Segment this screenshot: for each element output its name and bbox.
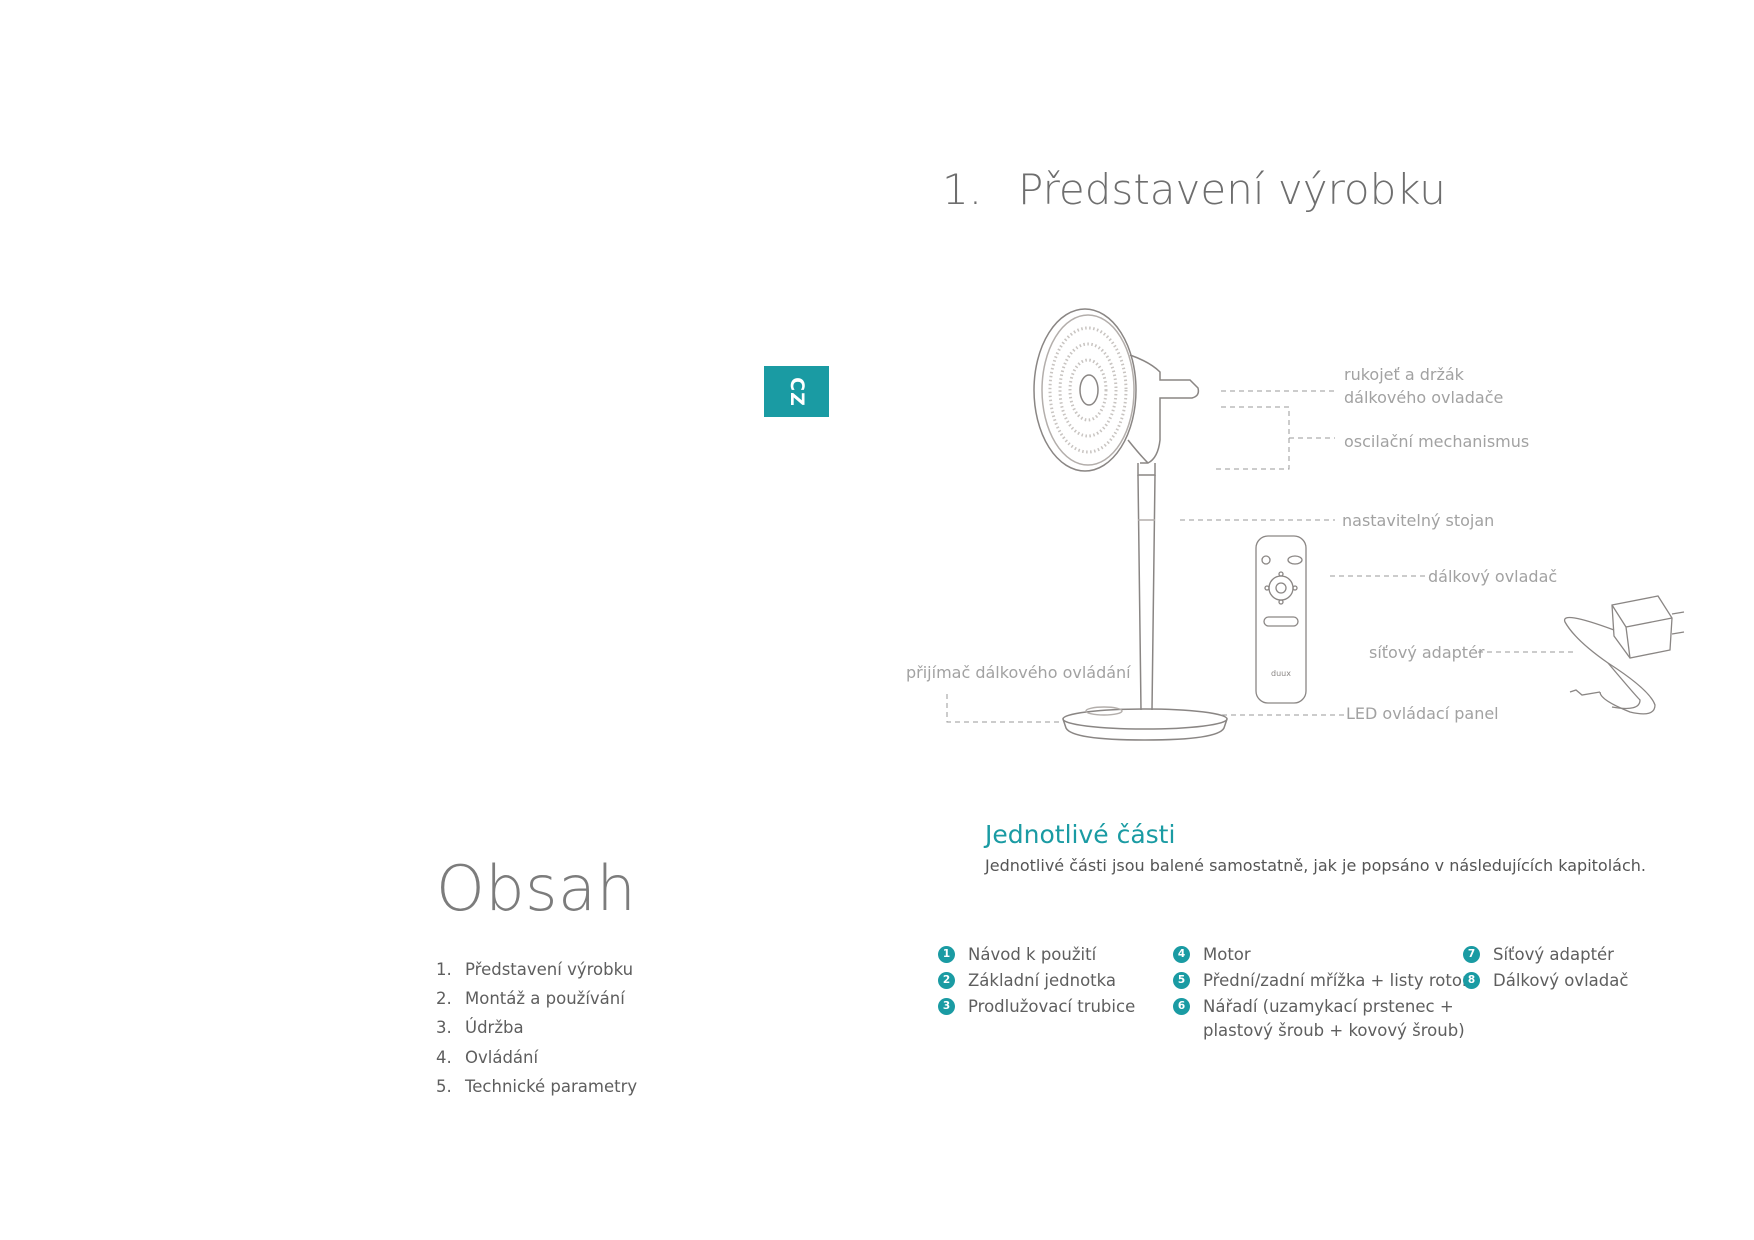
- fan-base-panel: [1085, 706, 1123, 716]
- toc-item-label: Ovládání: [465, 1047, 539, 1067]
- leader-lines: [946, 390, 1576, 723]
- part-item: 2 Základní jednotka: [938, 969, 1116, 993]
- part-label: Motor: [1203, 945, 1251, 964]
- adapter-cable: [1564, 616, 1656, 715]
- part-label: Přední/zadní mřížka + listy rotoru: [1203, 971, 1480, 990]
- part-item: 1 Návod k použití: [938, 943, 1096, 967]
- label-stand: nastavitelný stojan: [1342, 511, 1495, 530]
- remote-dpad: [1268, 575, 1294, 601]
- label-handle: rukojeť a držák dálkového ovladače: [1344, 363, 1503, 409]
- toc-item[interactable]: 1. Představení výrobku: [436, 955, 637, 984]
- remote-dpad-up: [1278, 571, 1284, 577]
- fan-drawing: [1033, 308, 1228, 741]
- label-led-panel: LED ovládací panel: [1346, 704, 1499, 723]
- toc-item[interactable]: 2. Montáž a používání: [436, 984, 637, 1013]
- adapter-edges: [1611, 604, 1673, 659]
- remote-dpad-left: [1264, 585, 1270, 591]
- label-remote: dálkový ovladač: [1428, 567, 1558, 586]
- fan-grille-ring-2: [1058, 342, 1118, 438]
- parts-title: Jednotlivé části: [985, 820, 1176, 849]
- part-number-badge: 3: [938, 998, 955, 1015]
- fan-grille-outer: [1033, 308, 1137, 472]
- fan-motor-housing: [1129, 354, 1200, 464]
- toc-item-number: 4.: [436, 1047, 452, 1067]
- leader-line-receiver: [946, 694, 1063, 723]
- part-number-badge: 6: [1173, 998, 1190, 1015]
- remote-dpad-center: [1275, 582, 1287, 594]
- language-tag: CZ: [764, 366, 829, 417]
- fan-grille-ring-1: [1048, 326, 1128, 454]
- part-number-badge: 5: [1173, 972, 1190, 989]
- section-number: 1.: [942, 165, 983, 214]
- label-receiver: přijímač dálkového ovládání: [906, 663, 1131, 682]
- fan-base-side: [1062, 718, 1228, 741]
- remote-dpad-right: [1292, 585, 1298, 591]
- part-number-badge: 1: [938, 946, 955, 963]
- toc-item-number: 1.: [436, 960, 452, 979]
- remote-speed-rocker: [1263, 616, 1299, 627]
- adapter-drawing: [1564, 595, 1685, 715]
- toc-item-label: Údržba: [465, 1018, 524, 1038]
- fan-grille-inner: [1041, 314, 1135, 466]
- toc-item-label: Představení výrobku: [465, 960, 634, 979]
- part-item: 5 Přední/zadní mřížka + listy rotoru: [1173, 969, 1479, 993]
- remote-button-power: [1261, 555, 1271, 565]
- fan-neck: [1137, 463, 1156, 476]
- remote-brand-logo: duux: [1271, 669, 1291, 678]
- toc-item[interactable]: 3. Údržba: [436, 1013, 637, 1042]
- fan-grille-ring-3: [1068, 358, 1108, 422]
- parts-list: 1 Návod k použití 2 Základní jednotka 3 …: [938, 943, 1678, 1043]
- adapter-plug: [1569, 689, 1601, 696]
- toc-list: 1. Představení výrobku 2. Montáž a používá…: [436, 955, 637, 1101]
- part-number-badge: 4: [1173, 946, 1190, 963]
- label-oscillation: oscilační mechanismus: [1344, 432, 1530, 451]
- remote-body: [1255, 535, 1307, 704]
- fan-hub: [1079, 374, 1099, 406]
- part-item: 4 Motor: [1173, 943, 1251, 967]
- toc-item-number: 5.: [436, 1076, 452, 1096]
- adapter-prongs: [1671, 611, 1685, 635]
- part-number-badge: 7: [1463, 946, 1480, 963]
- toc-item-number: 3.: [436, 1018, 452, 1038]
- part-number-badge: 8: [1463, 972, 1480, 989]
- leader-line-oscillation-bracket: [1212, 406, 1290, 470]
- part-item: 7 Síťový adaptér: [1463, 943, 1614, 967]
- part-label-continued: plastový šroub + kovový šroub): [1203, 1020, 1465, 1040]
- part-number-badge: 2: [938, 972, 955, 989]
- parts-description: Jednotlivé části jsou balené samostatně,…: [985, 856, 1646, 875]
- remote-dpad-down: [1278, 599, 1284, 605]
- part-label: Síťový adaptér: [1493, 945, 1614, 964]
- fan-motor-back: [1127, 439, 1149, 464]
- toc-item[interactable]: 5. Technické parametry: [436, 1072, 637, 1101]
- section-title-text: Představení výrobku: [1018, 165, 1446, 214]
- part-label: Návod k použití: [968, 945, 1097, 964]
- fan-pole: [1137, 474, 1156, 711]
- toc-item-label: Montáž a používání: [465, 989, 625, 1009]
- part-item: 8 Dálkový ovladač: [1463, 969, 1628, 993]
- label-handle-line-1: rukojeť a držák: [1344, 365, 1464, 384]
- part-label: Základní jednotka: [968, 971, 1117, 990]
- section-title: 1. Představení výrobku: [942, 165, 1446, 214]
- adapter-cable-loop: [1607, 662, 1641, 710]
- remote-button-mode: [1287, 555, 1303, 565]
- toc-item[interactable]: 4. Ovládání: [436, 1043, 637, 1072]
- toc-title: Obsah: [436, 852, 637, 925]
- adapter-body: [1611, 595, 1673, 659]
- toc-item-label: Technické parametry: [465, 1076, 638, 1096]
- label-adapter: síťový adaptér: [1369, 643, 1485, 662]
- part-label: Prodlužovací trubice: [968, 997, 1136, 1016]
- label-handle-line-2: dálkového ovladače: [1344, 388, 1504, 407]
- part-item: 6 Nářadí (uzamykací prstenec + plastový …: [1173, 995, 1465, 1042]
- remote-drawing: [1255, 535, 1307, 704]
- part-item: 3 Prodlužovací trubice: [938, 995, 1135, 1019]
- part-label: Nářadí (uzamykací prstenec +: [1203, 997, 1454, 1016]
- part-label: Dálkový ovladač: [1493, 971, 1629, 990]
- toc-item-number: 2.: [436, 989, 452, 1009]
